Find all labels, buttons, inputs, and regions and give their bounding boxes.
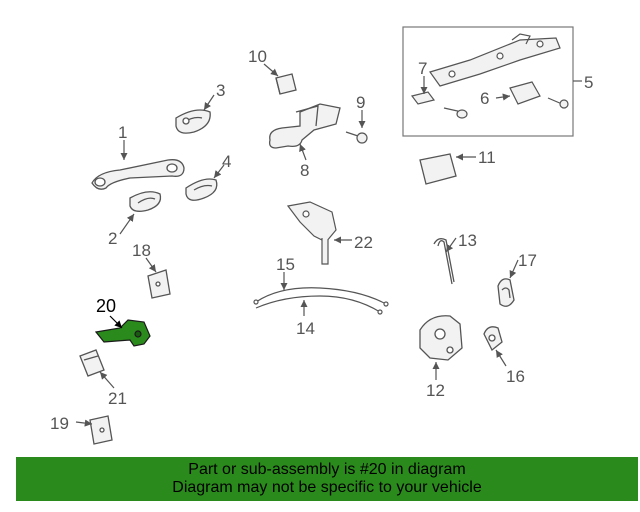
callout-6: 6 <box>480 89 489 108</box>
part-18-hinge[interactable] <box>147 269 171 299</box>
part-11-cover[interactable] <box>419 153 457 185</box>
callout-21: 21 <box>108 389 127 408</box>
callout-4: 4 <box>222 152 231 171</box>
part-6-cylinder[interactable] <box>509 81 569 109</box>
part-3-bezel[interactable] <box>175 109 211 134</box>
callout-5: 5 <box>584 73 593 92</box>
part-5-handle-frame[interactable] <box>429 33 561 119</box>
part-9-screw[interactable] <box>345 131 368 144</box>
callout-15: 15 <box>276 255 295 274</box>
callout-2: 2 <box>108 229 117 248</box>
callout-10: 10 <box>248 47 267 66</box>
banner-line-2: Diagram may not be specific to your vehi… <box>172 479 482 496</box>
part-22-lock-mechanism[interactable] <box>286 201 337 265</box>
callout-18: 18 <box>132 241 151 260</box>
callout-19: 19 <box>50 414 69 433</box>
part-12-door-lock[interactable] <box>419 315 463 361</box>
part-19-hinge[interactable] <box>89 415 113 445</box>
part-21-hinge[interactable] <box>79 349 105 377</box>
callout-13: 13 <box>458 231 477 250</box>
callout-20: 20 <box>96 296 116 316</box>
callout-9: 9 <box>356 93 365 112</box>
part-8-inside-handle[interactable] <box>268 103 341 149</box>
part-17-cap[interactable] <box>497 278 515 307</box>
callout-3: 3 <box>216 81 225 100</box>
part-2-pad[interactable] <box>129 191 162 212</box>
part-16-plug[interactable] <box>483 326 503 352</box>
part-10-cap[interactable] <box>275 73 297 95</box>
part-1-outside-handle[interactable] <box>91 159 185 190</box>
callout-7: 7 <box>418 59 427 78</box>
callout-16: 16 <box>506 367 525 386</box>
banner-line-1: Part or sub-assembly is #20 in diagram <box>188 461 466 478</box>
callout-1: 1 <box>118 123 127 142</box>
callout-12: 12 <box>426 381 445 400</box>
callout-14: 14 <box>296 319 315 338</box>
callout-8: 8 <box>300 161 309 180</box>
callout-22: 22 <box>354 233 373 252</box>
part-14-15-cables[interactable] <box>253 287 389 315</box>
callout-11: 11 <box>478 148 496 167</box>
part-20-door-check[interactable] <box>94 319 151 347</box>
notice-banner: Part or sub-assembly is #20 in diagram D… <box>16 457 638 501</box>
part-13-rod[interactable] <box>433 238 455 285</box>
callout-17: 17 <box>518 251 537 270</box>
part-4-pad[interactable] <box>185 178 218 201</box>
